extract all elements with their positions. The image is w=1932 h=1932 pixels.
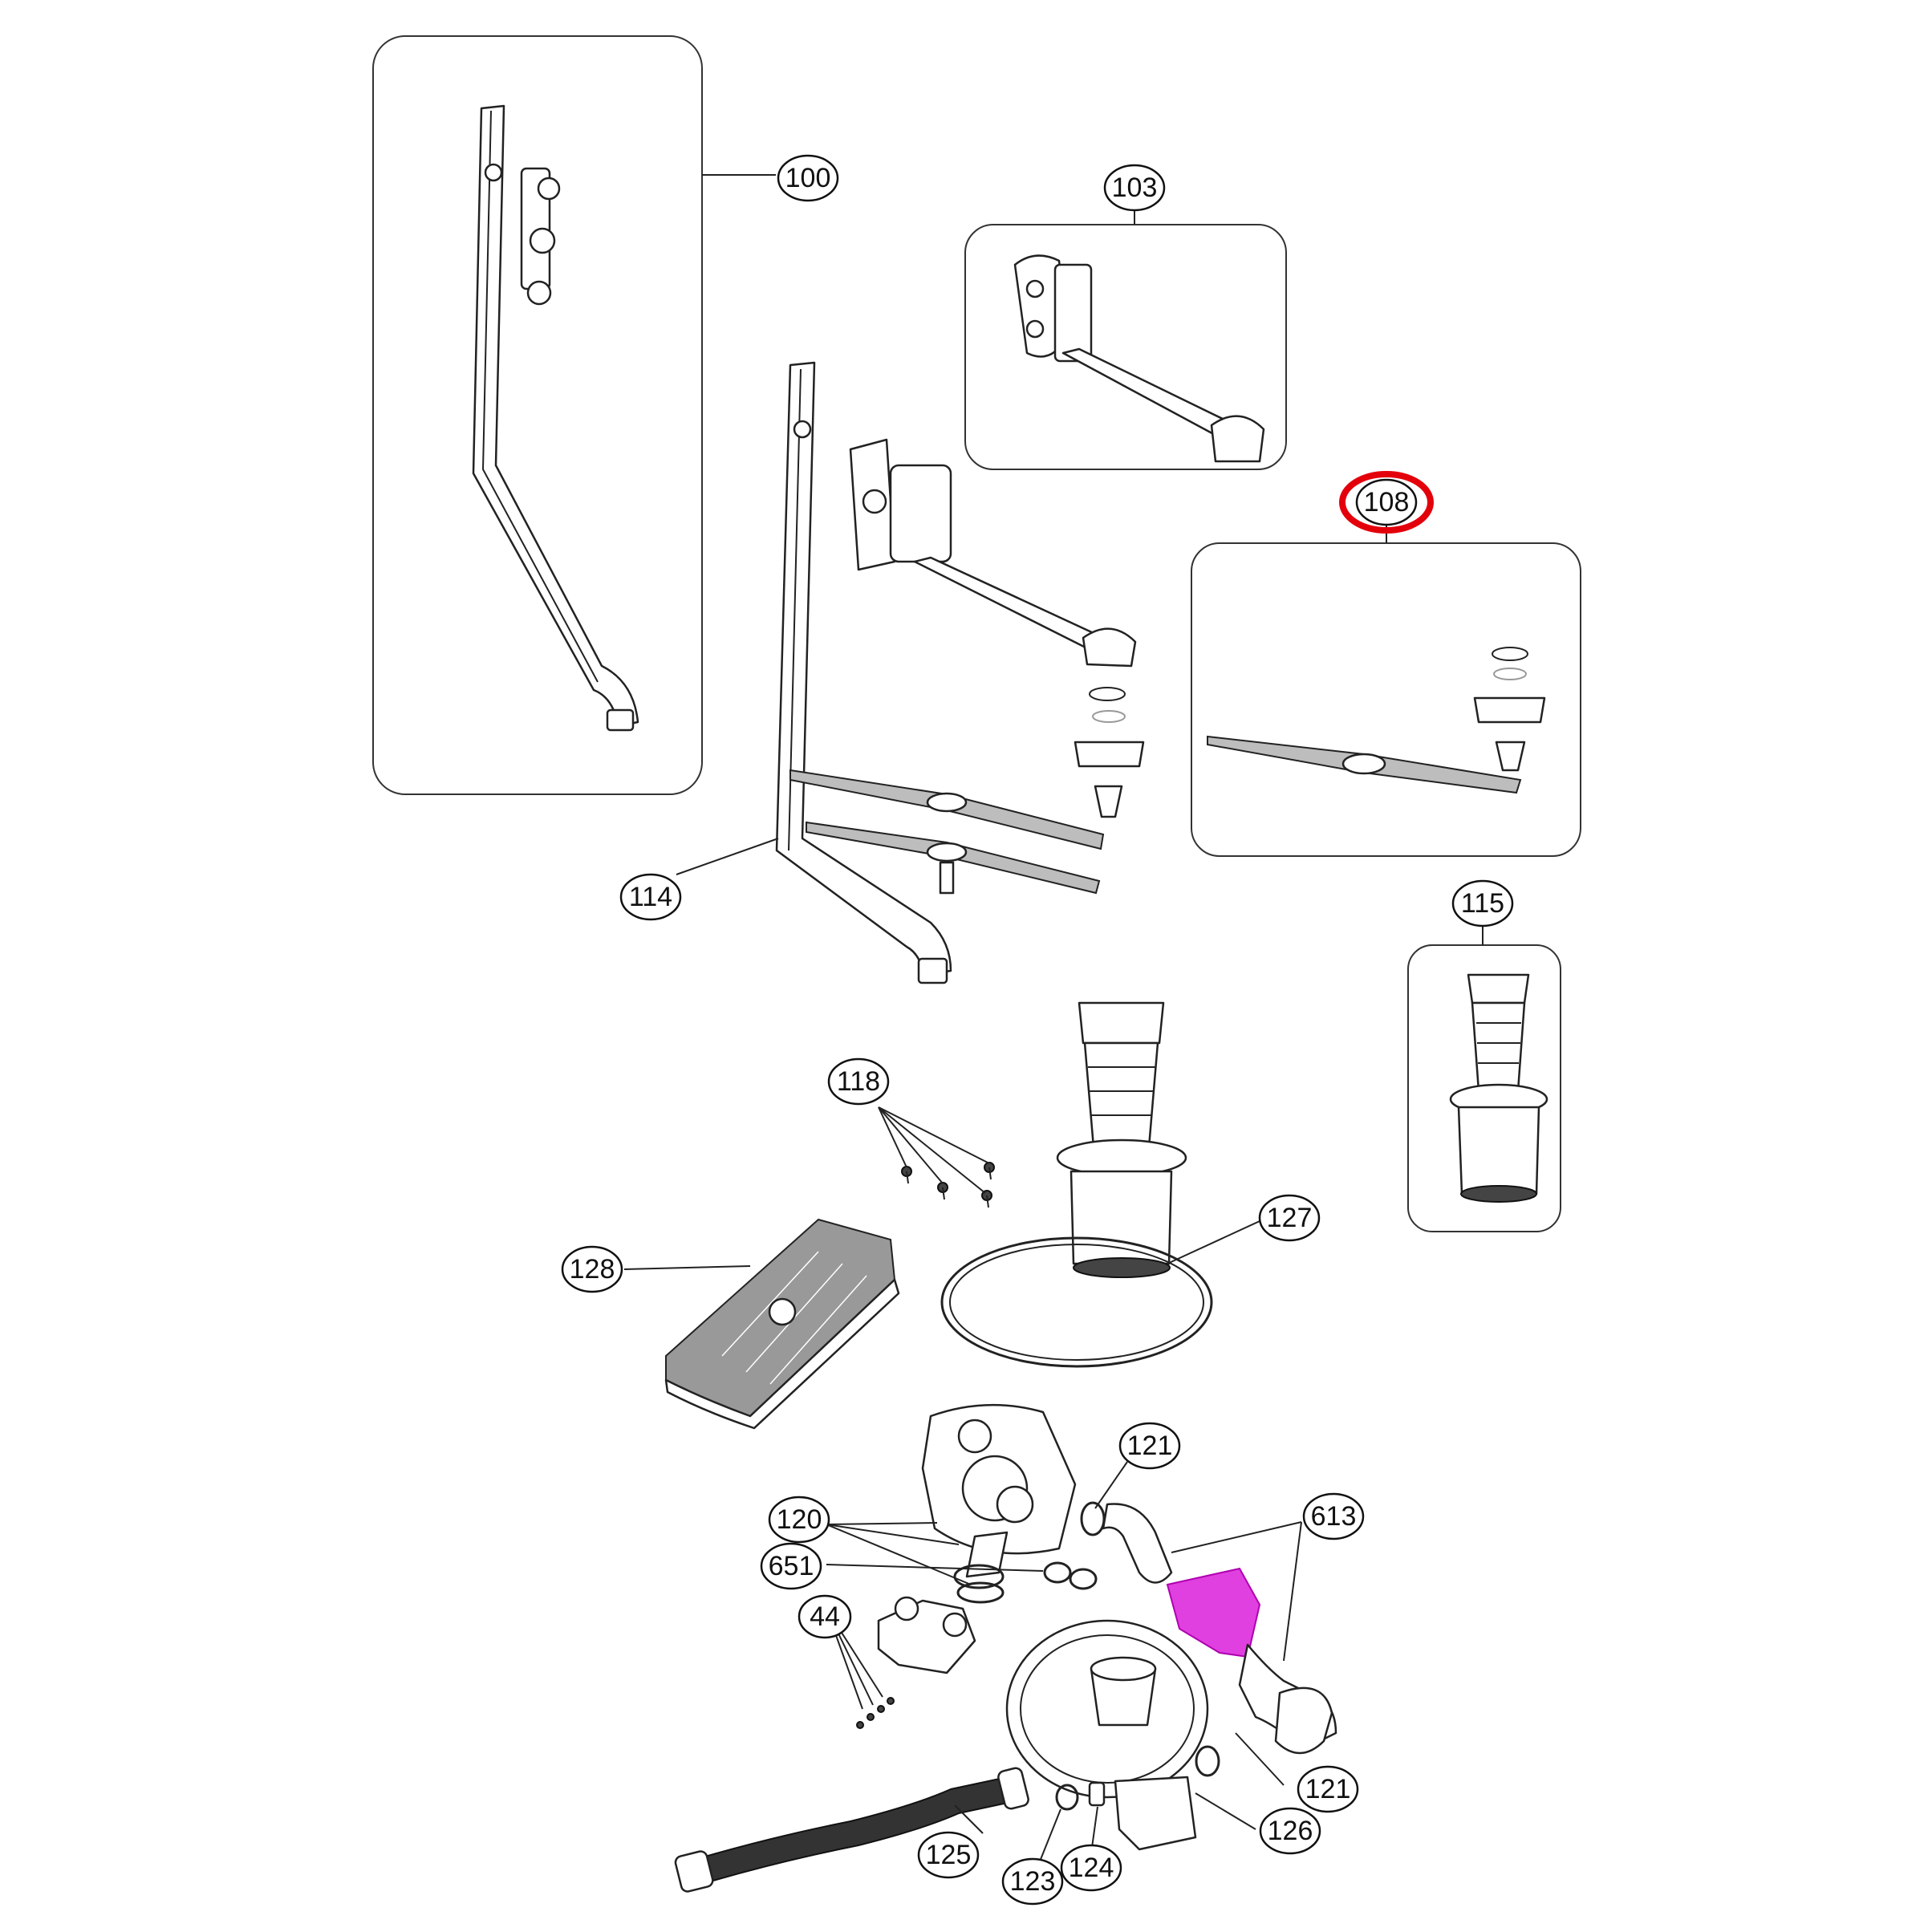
part-123-group[interactable] [1055, 1784, 1079, 1811]
callout-120-label: 120 [777, 1504, 822, 1535]
callout-108[interactable]: 108 [1355, 478, 1418, 526]
callout-114-label: 114 [629, 882, 672, 912]
clamp-124 [1088, 1781, 1106, 1807]
frame-115 [1407, 944, 1561, 1232]
leader-lines [623, 174, 1484, 1874]
part-103-group[interactable] [964, 224, 1287, 470]
middle-supply-tube [775, 361, 952, 976]
part-118-group[interactable] [901, 1162, 995, 1208]
pump-outlet-hose [1102, 1503, 1173, 1584]
callout-121-lower-label: 121 [1305, 1774, 1351, 1804]
callout-115-label: 115 [1461, 888, 1504, 919]
callout-123[interactable]: 123 [1001, 1857, 1064, 1906]
callout-118-label: 118 [837, 1066, 880, 1097]
sump-gasket [940, 1236, 1213, 1368]
callout-651[interactable]: 651 [760, 1542, 822, 1590]
part-100-group[interactable] [372, 35, 703, 795]
part-108-group[interactable] [1191, 542, 1581, 857]
callout-121-upper-label: 121 [1127, 1431, 1173, 1461]
callout-127[interactable]: 127 [1258, 1194, 1321, 1242]
callout-127-label: 127 [1267, 1203, 1313, 1233]
part-128-group[interactable] [664, 1218, 900, 1430]
manifold-arm [1061, 347, 1229, 439]
part-121-group[interactable] [1080, 1501, 1173, 1584]
frame-103 [964, 224, 1287, 470]
manifold-outlet [1210, 415, 1265, 463]
part-114-group[interactable] [775, 361, 1145, 984]
callout-121-upper[interactable]: 121 [1118, 1422, 1181, 1470]
callout-126-label: 126 [1268, 1816, 1313, 1846]
callout-108-label: 108 [1364, 487, 1410, 518]
frame-100 [372, 35, 703, 795]
callout-613-label: 613 [1311, 1501, 1357, 1532]
callout-44[interactable]: 44 [798, 1594, 852, 1639]
callout-103-label: 103 [1112, 172, 1158, 203]
callout-118[interactable]: 118 [827, 1057, 890, 1106]
callout-100-label: 100 [785, 163, 831, 193]
callout-128-label: 128 [570, 1254, 615, 1285]
callout-124[interactable]: 124 [1060, 1844, 1122, 1892]
part-127-group[interactable] [940, 1001, 1213, 1368]
callout-128[interactable]: 128 [561, 1245, 623, 1293]
callout-121-lower[interactable]: 121 [1297, 1765, 1359, 1813]
callout-120[interactable]: 120 [768, 1496, 830, 1544]
callout-123-label: 123 [1010, 1866, 1056, 1897]
part-126-group[interactable] [1005, 1619, 1220, 1851]
upper-supply-tube [472, 104, 639, 728]
part-613-group[interactable] [1166, 1567, 1337, 1755]
part-124-group[interactable] [1088, 1781, 1106, 1807]
part-651-group[interactable] [1043, 1561, 1098, 1590]
callout-613[interactable]: 613 [1302, 1492, 1365, 1540]
part-120-group[interactable] [953, 1564, 1005, 1604]
callout-651-label: 651 [769, 1551, 814, 1581]
callout-125-label: 125 [926, 1840, 972, 1870]
callout-115[interactable]: 115 [1451, 879, 1514, 927]
filter-cylinder-115 [1471, 1001, 1526, 1093]
callout-124-label: 124 [1069, 1853, 1114, 1883]
callout-126[interactable]: 126 [1259, 1807, 1321, 1855]
wash-pump-group[interactable] [921, 1403, 1077, 1578]
callout-100[interactable]: 100 [777, 154, 839, 202]
diverter-valve [877, 1599, 976, 1674]
callout-125[interactable]: 125 [917, 1831, 980, 1879]
part-125-group[interactable] [674, 1767, 1029, 1893]
callout-114[interactable]: 114 [619, 873, 682, 921]
hose-clip-613 [1166, 1567, 1261, 1658]
part-44-group[interactable] [856, 1596, 976, 1729]
callout-103[interactable]: 103 [1103, 164, 1166, 212]
seal-ring-123 [1055, 1784, 1079, 1811]
callout-44-label: 44 [810, 1601, 840, 1632]
part-115-group[interactable] [1407, 944, 1561, 1232]
highlight-ring-108 [1339, 471, 1434, 534]
central-filter-mesh [1083, 1041, 1159, 1149]
